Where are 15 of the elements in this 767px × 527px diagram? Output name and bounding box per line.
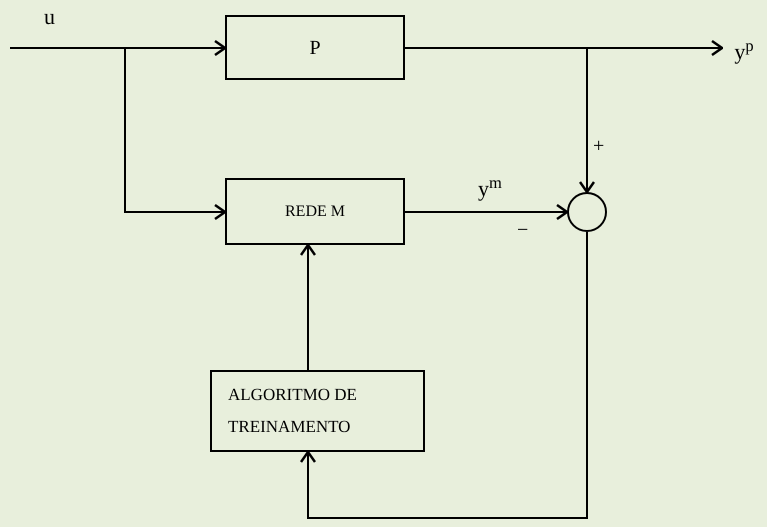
arrow [405, 47, 596, 194]
arrow [124, 48, 226, 220]
sign-label: − [517, 220, 528, 240]
arrow [300, 244, 316, 370]
edge-label: u [44, 6, 55, 28]
process-box: P [225, 15, 405, 80]
sign-label: + [593, 136, 604, 156]
summing-junction [567, 192, 607, 232]
arrow [10, 40, 226, 56]
process-box: REDE M [225, 178, 405, 245]
arrow [300, 232, 588, 519]
arrow [405, 204, 568, 220]
edge-label: y$^{m}$ [478, 178, 502, 200]
process-box: ALGORITMO DE TREINAMENTO [210, 370, 425, 452]
output-label: y$^{p}$ [722, 28, 766, 68]
